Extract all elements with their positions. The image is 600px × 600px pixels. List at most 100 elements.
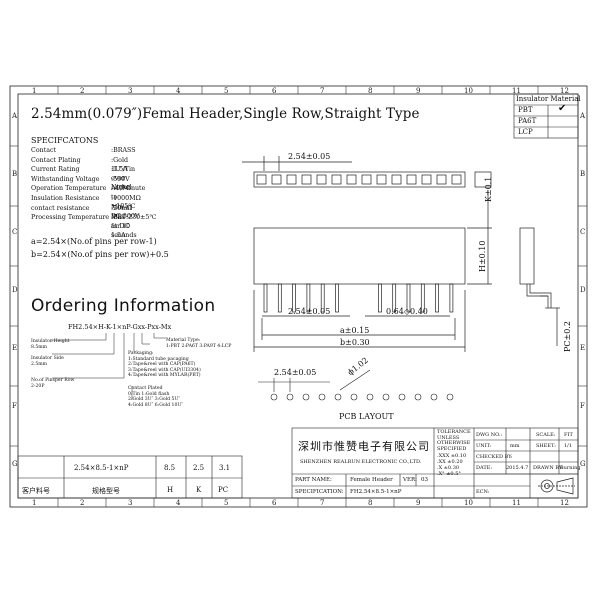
drawn-label: DRAWN BY: bbox=[533, 465, 564, 471]
grid-column-bottom: 7 bbox=[320, 499, 325, 507]
unit-label: UNIT: bbox=[476, 443, 492, 449]
pcb-hole bbox=[302, 393, 310, 401]
grid-row-left: A bbox=[12, 112, 18, 120]
pin-socket bbox=[346, 174, 357, 185]
dim-pitch-top: 2.54±0.05 bbox=[288, 152, 331, 161]
grid-row-right: B bbox=[580, 170, 586, 178]
pin-socket bbox=[256, 174, 267, 185]
ordering-code: FH2.54×H-K-1×nP-Gxx-Pxx-Mx bbox=[68, 323, 172, 331]
pcb-hole bbox=[286, 393, 294, 401]
spec-key: Operation Temperature bbox=[31, 185, 107, 193]
pin-lead bbox=[406, 283, 411, 313]
sheet-value: 1/1 bbox=[564, 443, 573, 449]
spec-value: :-40℃ to +105℃ bbox=[111, 185, 136, 211]
col-spec: 规格型号 bbox=[92, 487, 120, 495]
grid-column-top: 12 bbox=[560, 87, 569, 95]
spec-key: Insulation Resistance bbox=[31, 195, 100, 202]
grid-column-top: 4 bbox=[176, 87, 181, 95]
part-table-lines bbox=[17, 455, 243, 499]
pcb-hole bbox=[382, 393, 390, 401]
grid-column-bottom: 12 bbox=[560, 499, 569, 507]
col-pc: PC bbox=[218, 486, 229, 494]
pin-socket bbox=[301, 174, 312, 185]
pin-socket bbox=[331, 174, 342, 185]
grid-column-top: 10 bbox=[464, 87, 473, 95]
grid-row-right: F bbox=[580, 402, 585, 410]
spec-value: :1000MΩ Min at DC 500V bbox=[111, 195, 141, 220]
pin-lead bbox=[292, 283, 296, 313]
grid-column-top: 7 bbox=[320, 87, 325, 95]
unit-value: mm bbox=[510, 443, 520, 449]
dim-b: b±0.30 bbox=[340, 338, 370, 347]
grid-row-right: D bbox=[580, 286, 586, 294]
ver-label: VER: bbox=[403, 477, 417, 483]
grid-column-bottom: 1 bbox=[32, 499, 37, 507]
spec-key: contact resistance bbox=[31, 204, 90, 212]
part-name-value: Female Header bbox=[350, 477, 393, 483]
grid-column-bottom: 3 bbox=[128, 499, 133, 507]
grid-column-bottom: 2 bbox=[80, 499, 85, 507]
part-name-label: PART NAME: bbox=[295, 477, 332, 483]
side-view bbox=[519, 227, 560, 346]
spec-key: Contact Plating bbox=[31, 156, 81, 164]
dim-pcb-pitch: 2.54±0.05 bbox=[274, 368, 317, 377]
sheet-label: SHEET: bbox=[536, 443, 556, 449]
grid-column-top: 9 bbox=[416, 87, 421, 95]
insulator-option-pbt: PBT bbox=[518, 106, 533, 114]
grid-row-left: C bbox=[12, 228, 18, 236]
grid-column-bottom: 6 bbox=[272, 499, 277, 507]
part-model: 2.54×8.5-1×nP bbox=[74, 464, 129, 472]
date-label: DATE: bbox=[476, 465, 493, 471]
insulator-material-table bbox=[513, 93, 579, 139]
spec-key: Current Rating bbox=[31, 166, 80, 174]
pin-socket bbox=[316, 174, 327, 185]
grid-column-top: 1 bbox=[32, 87, 37, 95]
spec-label: SPECIFICATION: bbox=[295, 489, 344, 495]
ordering-leaders bbox=[51, 333, 166, 400]
ecn-label: ECN: bbox=[476, 489, 490, 495]
dim-k: K±0.1 bbox=[484, 176, 493, 202]
spec-value: :1.5A bbox=[111, 166, 128, 174]
ver-value: 03 bbox=[421, 477, 428, 483]
pin-socket bbox=[436, 174, 447, 185]
part-k: 2.5 bbox=[193, 464, 205, 472]
date-value: 2015.4.7 bbox=[506, 465, 529, 471]
scale-label: SCALE: bbox=[536, 432, 556, 438]
pin-lead bbox=[277, 283, 282, 313]
pcb-layout-label: PCB LAYOUT bbox=[339, 412, 394, 421]
pcb-hole bbox=[398, 393, 406, 401]
grid-row-left: B bbox=[12, 170, 18, 178]
grid-row-right: A bbox=[580, 112, 586, 120]
spec-value: :20mΩ Max at DC 1.5A bbox=[111, 204, 133, 239]
pin-lead bbox=[449, 283, 454, 313]
grid-column-bottom: 4 bbox=[176, 499, 181, 507]
col-customer: 客户料号 bbox=[22, 487, 50, 495]
pin-lead bbox=[306, 283, 311, 313]
insulator-option-lcp: LCP bbox=[518, 128, 533, 136]
pin-socket bbox=[271, 174, 282, 185]
pcb-hole bbox=[366, 393, 374, 401]
grid-row-left: D bbox=[12, 286, 18, 294]
pin-lead bbox=[378, 283, 382, 313]
pin-socket bbox=[451, 174, 462, 185]
spec-value: :500V AC/Minute bbox=[111, 175, 146, 192]
formula-a: a=2.54×(No.of pins per row-1) bbox=[31, 237, 157, 246]
grid-row-left: F bbox=[12, 402, 17, 410]
grid-column-bottom: 8 bbox=[368, 499, 373, 507]
spec-value: :BRASS bbox=[111, 147, 136, 154]
spec-value: FH2.54×8.5-1×nP bbox=[350, 489, 402, 495]
drawn-value: Burning bbox=[560, 465, 581, 471]
grid-column-bottom: 9 bbox=[416, 499, 421, 507]
pin-socket bbox=[406, 174, 417, 185]
pin-socket bbox=[391, 174, 402, 185]
pin-socket bbox=[421, 174, 432, 185]
dwg-no-label: DWG NO.: bbox=[476, 432, 503, 438]
pcb-hole bbox=[318, 393, 326, 401]
check-mark-icon: ✔ bbox=[558, 103, 567, 114]
pcb-hole bbox=[270, 393, 278, 401]
ordering-heading: Ordering Information bbox=[31, 296, 216, 316]
